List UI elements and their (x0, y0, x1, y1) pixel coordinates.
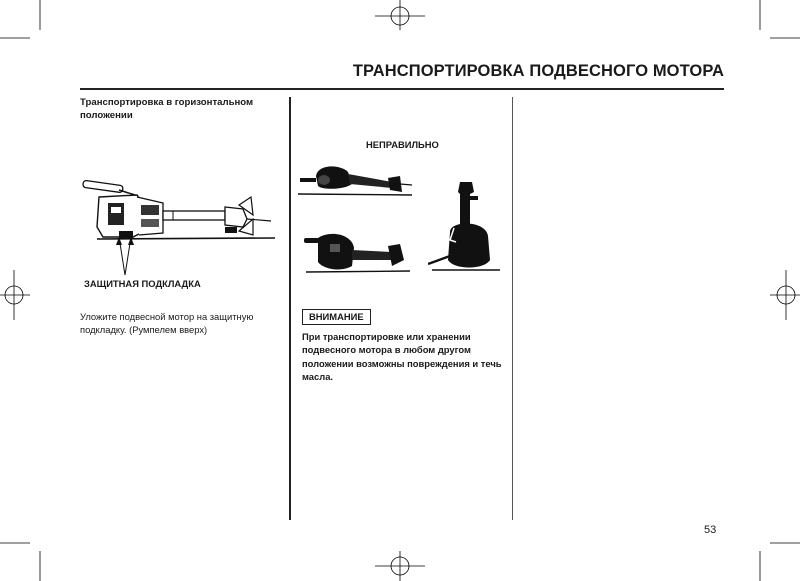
column-divider-right (512, 97, 513, 520)
incorrect-position-3-illustration (428, 182, 500, 271)
incorrect-position-1-illustration (297, 166, 413, 196)
protective-pad-label: ЗАЩИТНАЯ ПОДКЛАДКА (84, 278, 201, 289)
column-divider-left (289, 97, 291, 520)
warning-badge: ВНИМАНИЕ (302, 309, 371, 325)
motor-on-pad-illustration (82, 179, 276, 276)
incorrect-label: НЕПРАВИЛЬНО (366, 139, 439, 150)
page-number: 53 (704, 524, 717, 536)
incorrect-position-2-illustration (304, 233, 411, 273)
title-rule (80, 88, 724, 90)
warning-text: При транспортировке или хранении подвесн… (302, 331, 502, 382)
page-title: ТРАНСПОРТИРОВКА ПОДВЕСНОГО МОТОРА (352, 62, 724, 80)
section-subheading: Транспортировка в горизонтальном положен… (80, 97, 254, 121)
instruction-text: Уложите подвесной мотор на защитную подк… (80, 311, 254, 335)
